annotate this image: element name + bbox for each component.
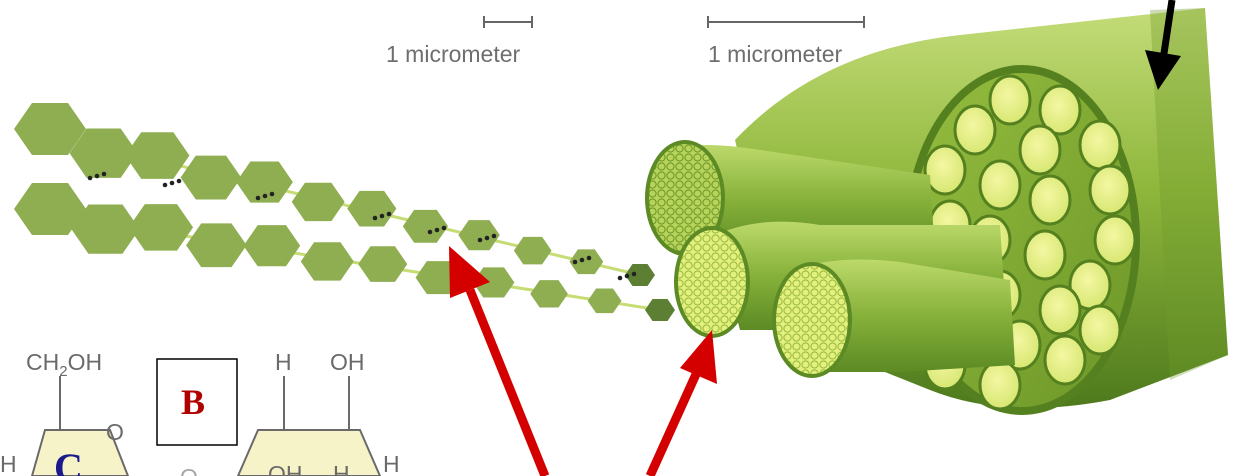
glucose-unit [125,132,189,179]
hydrogen-bond-dot [442,226,447,231]
hydrogen-bond-dot [632,272,637,277]
cellulose-molecule-chains [14,103,675,321]
microfibril-cross-section [1045,336,1085,384]
hydrogen-bond-dot [478,238,483,243]
microfibril-cross-section [1030,176,1070,224]
ch2oh-label: CH2OH [26,349,102,380]
microfibril-cross-section [1080,306,1120,354]
ring-oxygen-label: O [106,419,124,445]
glucose-unit [243,225,300,266]
microfibril-cross-section [925,146,965,194]
glucose-unit [292,183,345,221]
top-oh-label: OH [330,349,365,375]
glucose-unit [358,246,407,282]
hydrogen-bond-dot [625,274,630,279]
hydrogen-bond-dot [492,234,497,239]
glucose-structural-formula: CH2OH O H B C O H OH OH H H [0,349,400,476]
hydrogen-bond-dot [618,276,623,281]
glucose-unit [514,237,552,264]
microfibril-cross-section [990,76,1030,124]
glucose-unit [347,191,396,227]
scale-bar-left: 1 micrometer [386,16,532,67]
hydrogen-bond-dot [428,230,433,235]
microfibril-lower [772,260,1015,378]
hydrogen-bond-dot [387,212,392,217]
hydrogen-bond-dot [573,260,578,265]
glucose-unit [530,280,568,307]
hydrogen-bond-dot [263,194,268,199]
microfibril-cross-section [1080,121,1120,169]
label-c: C [54,445,83,476]
glucose-unit [645,299,675,321]
microfibril-cross-section [1040,286,1080,334]
inner-oh-label: OH [268,461,303,476]
microfibril-cross-section [1025,231,1065,279]
scale-bar-right-label: 1 micrometer [708,41,843,67]
glucose-unit [588,288,622,313]
hydrogen-bond-dot [163,183,168,188]
glycosidic-oxygen-label: O [180,464,198,476]
hydrogen-bond-dot [102,172,107,177]
hydrogen-bond-dot [88,176,93,181]
hydrogen-bond-dot [580,258,585,263]
cellulose-fiber-bundle [645,8,1228,415]
glucose-unit [186,223,247,267]
label-box-b: B [157,359,237,445]
hydrogen-bond-dot [380,214,385,219]
microfibril-cross-section [980,161,1020,209]
microfibril-cross-section [980,361,1020,409]
microfibril-cross-section [1020,126,1060,174]
scale-bar-right: 1 micrometer [708,16,864,67]
label-b: B [181,382,205,422]
red-arrow-to-microfibril [650,330,717,476]
glucose-unit [625,264,655,286]
hydrogen-bond-dot [373,216,378,221]
glucose-unit [403,210,448,243]
hydrogen-bond-dot [177,179,182,184]
top-h-label: H [275,349,292,375]
glucose-ring-right: H OH OH H H [238,349,400,476]
hydrogen-bond-dot [256,196,261,201]
glucose-unit [129,204,193,251]
hydrogen-bond-dot [270,192,275,197]
glucose-unit [301,242,354,280]
left-h-label: H [0,451,17,476]
hydrogen-bond-dot [587,256,592,261]
microfibril-cross-section [1095,216,1135,264]
scale-bar-left-label: 1 micrometer [386,41,521,67]
microfibril-cross-section [955,106,995,154]
hydrogen-bond-dot [435,228,440,233]
hydrogen-bond-dot [170,181,175,186]
microfibril-cross-section [1090,166,1130,214]
hydrogen-bond-dot [95,174,100,179]
glucose-unit [181,156,242,200]
inner-h-label: H [333,461,350,476]
right-h-label: H [383,451,400,476]
hydrogen-bond-dot [485,236,490,241]
